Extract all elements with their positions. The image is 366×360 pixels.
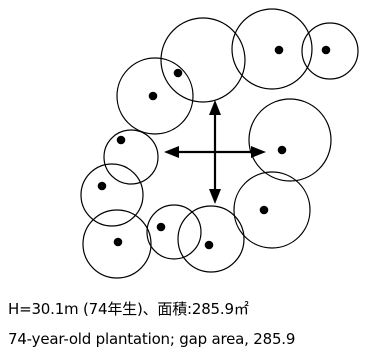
tree-crown xyxy=(116,57,194,135)
tree-crown xyxy=(82,209,152,279)
arrow-head-right xyxy=(251,146,266,158)
tree-stem xyxy=(274,45,284,55)
tree-crown xyxy=(248,98,332,182)
arrow-head-left xyxy=(164,146,179,158)
arrow-head-up xyxy=(209,100,221,115)
tree-stem xyxy=(204,240,214,250)
arrow-head-down xyxy=(209,189,221,204)
direction-arrows xyxy=(164,100,266,204)
tree-stem xyxy=(173,68,183,78)
tree-crown xyxy=(103,129,159,185)
caption-japanese: H=30.1m (74年生)、面積:285.9㎡ xyxy=(8,300,249,318)
tree-stem xyxy=(113,237,123,247)
tree-crown xyxy=(146,204,202,260)
tree-stem xyxy=(97,181,107,191)
tree-crown xyxy=(301,22,359,80)
tree-crown xyxy=(233,171,311,249)
tree-crown xyxy=(177,205,245,273)
tree-stem xyxy=(277,145,287,155)
gap-diagram xyxy=(80,8,359,279)
tree-stem xyxy=(156,222,166,232)
caption-english: 74-year-old plantation; gap area, 285.9 xyxy=(8,330,296,348)
tree-crown xyxy=(80,163,144,227)
tree-stem xyxy=(259,205,269,215)
tree-stem xyxy=(116,135,126,145)
tree-stem xyxy=(148,91,158,101)
tree-crown xyxy=(160,17,246,103)
tree-stem xyxy=(321,45,331,55)
tree-crown xyxy=(231,8,313,90)
